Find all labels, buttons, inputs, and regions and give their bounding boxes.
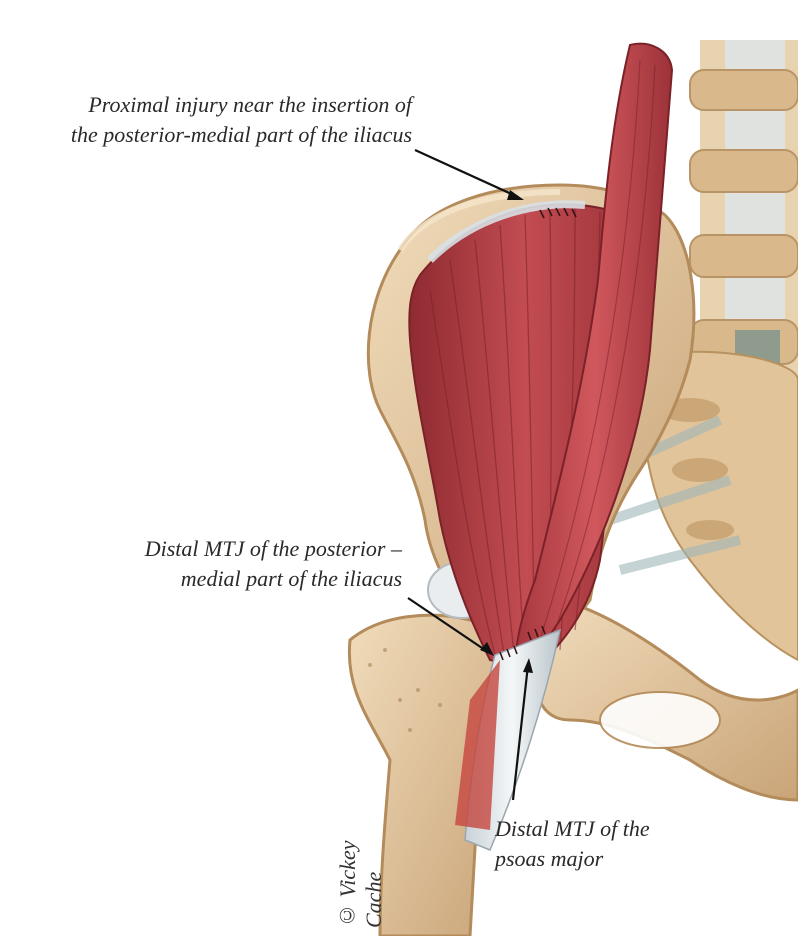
iliacus-distal-fibers <box>455 660 500 830</box>
sacrum <box>638 350 798 662</box>
artist-signature: © Vickey Cache <box>335 840 386 928</box>
label-line: psoas major <box>495 846 604 871</box>
label-distal-mtj-psoas: Distal MTJ of the psoas major <box>495 814 650 874</box>
label-distal-mtj-iliacus: Distal MTJ of the posterior – medial par… <box>70 534 402 594</box>
arrow-iliacus-distal <box>407 597 489 653</box>
iliacus-origin-tendon <box>427 200 586 263</box>
label-line: medial part of the iliacus <box>180 566 402 591</box>
arrow-iliacus-proximal <box>414 148 519 199</box>
arrow-psoas-distal <box>511 664 530 801</box>
vertebra <box>689 69 798 111</box>
label-proximal-iliacus-injury: Proximal injury near the insertion of th… <box>8 90 412 150</box>
injury-marks <box>499 207 577 661</box>
label-line: Distal MTJ of the <box>495 816 650 841</box>
label-line: Proximal injury near the insertion of <box>88 92 412 117</box>
label-line: Distal MTJ of the posterior – <box>144 536 402 561</box>
psoas-major-muscle <box>514 42 674 682</box>
annotation-arrows <box>407 148 530 801</box>
obturator-foramen <box>599 691 721 749</box>
vertebra <box>689 149 798 193</box>
label-line: the posterior-medial part of the iliacus <box>70 122 412 147</box>
vertebra <box>689 234 798 278</box>
